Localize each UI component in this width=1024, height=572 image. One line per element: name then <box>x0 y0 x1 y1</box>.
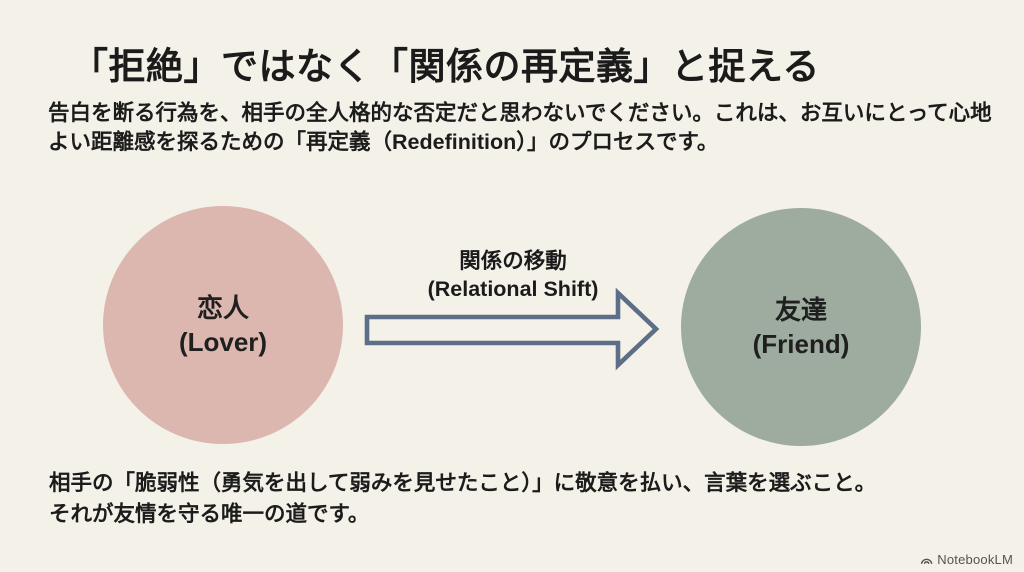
lover-circle: 恋人 (Lover) <box>103 206 343 444</box>
intro-paragraph: 告白を断る行為を、相手の全人格的な否定だと思わないでください。これは、お互いにと… <box>48 99 992 157</box>
intro-line-1: 告白を断る行為を、相手の全人格的な否定だと思わないでください。これは、お互いにと… <box>48 101 992 125</box>
arrow-label-ja: 関係の移動 <box>459 249 567 273</box>
arrow-label-en: (Relational Shift) <box>427 277 599 301</box>
notebooklm-watermark: NotebookLM <box>920 552 1013 567</box>
footer-line-1: 相手の「脆弱性（勇気を出して弱みを見せたこと）」に敬意を払い、言葉を選ぶこと。 <box>49 471 877 495</box>
slide-title: 「拒絶」ではなく「関係の再定義」と捉える <box>71 47 820 88</box>
notebooklm-logo-icon <box>921 558 933 564</box>
intro-line-2: よい距離感を探るための「再定義（Redefinition）」のプロセスです。 <box>48 130 719 154</box>
watermark-label: NotebookLM <box>937 552 1013 567</box>
lover-circle-label-ja: 恋人 <box>196 293 249 323</box>
lover-circle-label-en: (Lover) <box>178 327 268 357</box>
friend-circle-label-en: (Friend) <box>752 329 850 359</box>
footer-paragraph: 相手の「脆弱性（勇気を出して弱みを見せたこと）」に敬意を払い、言葉を選ぶこと。 … <box>49 468 876 530</box>
friend-circle-label-ja: 友達 <box>774 295 827 325</box>
footer-line-2: それが友情を守る唯一の道です。 <box>49 502 370 526</box>
relational-shift-arrow <box>364 287 660 371</box>
friend-circle: 友達 (Friend) <box>681 208 921 446</box>
arrow-shape <box>364 287 660 371</box>
arrow-label: 関係の移動 (Relational Shift) <box>368 247 658 303</box>
